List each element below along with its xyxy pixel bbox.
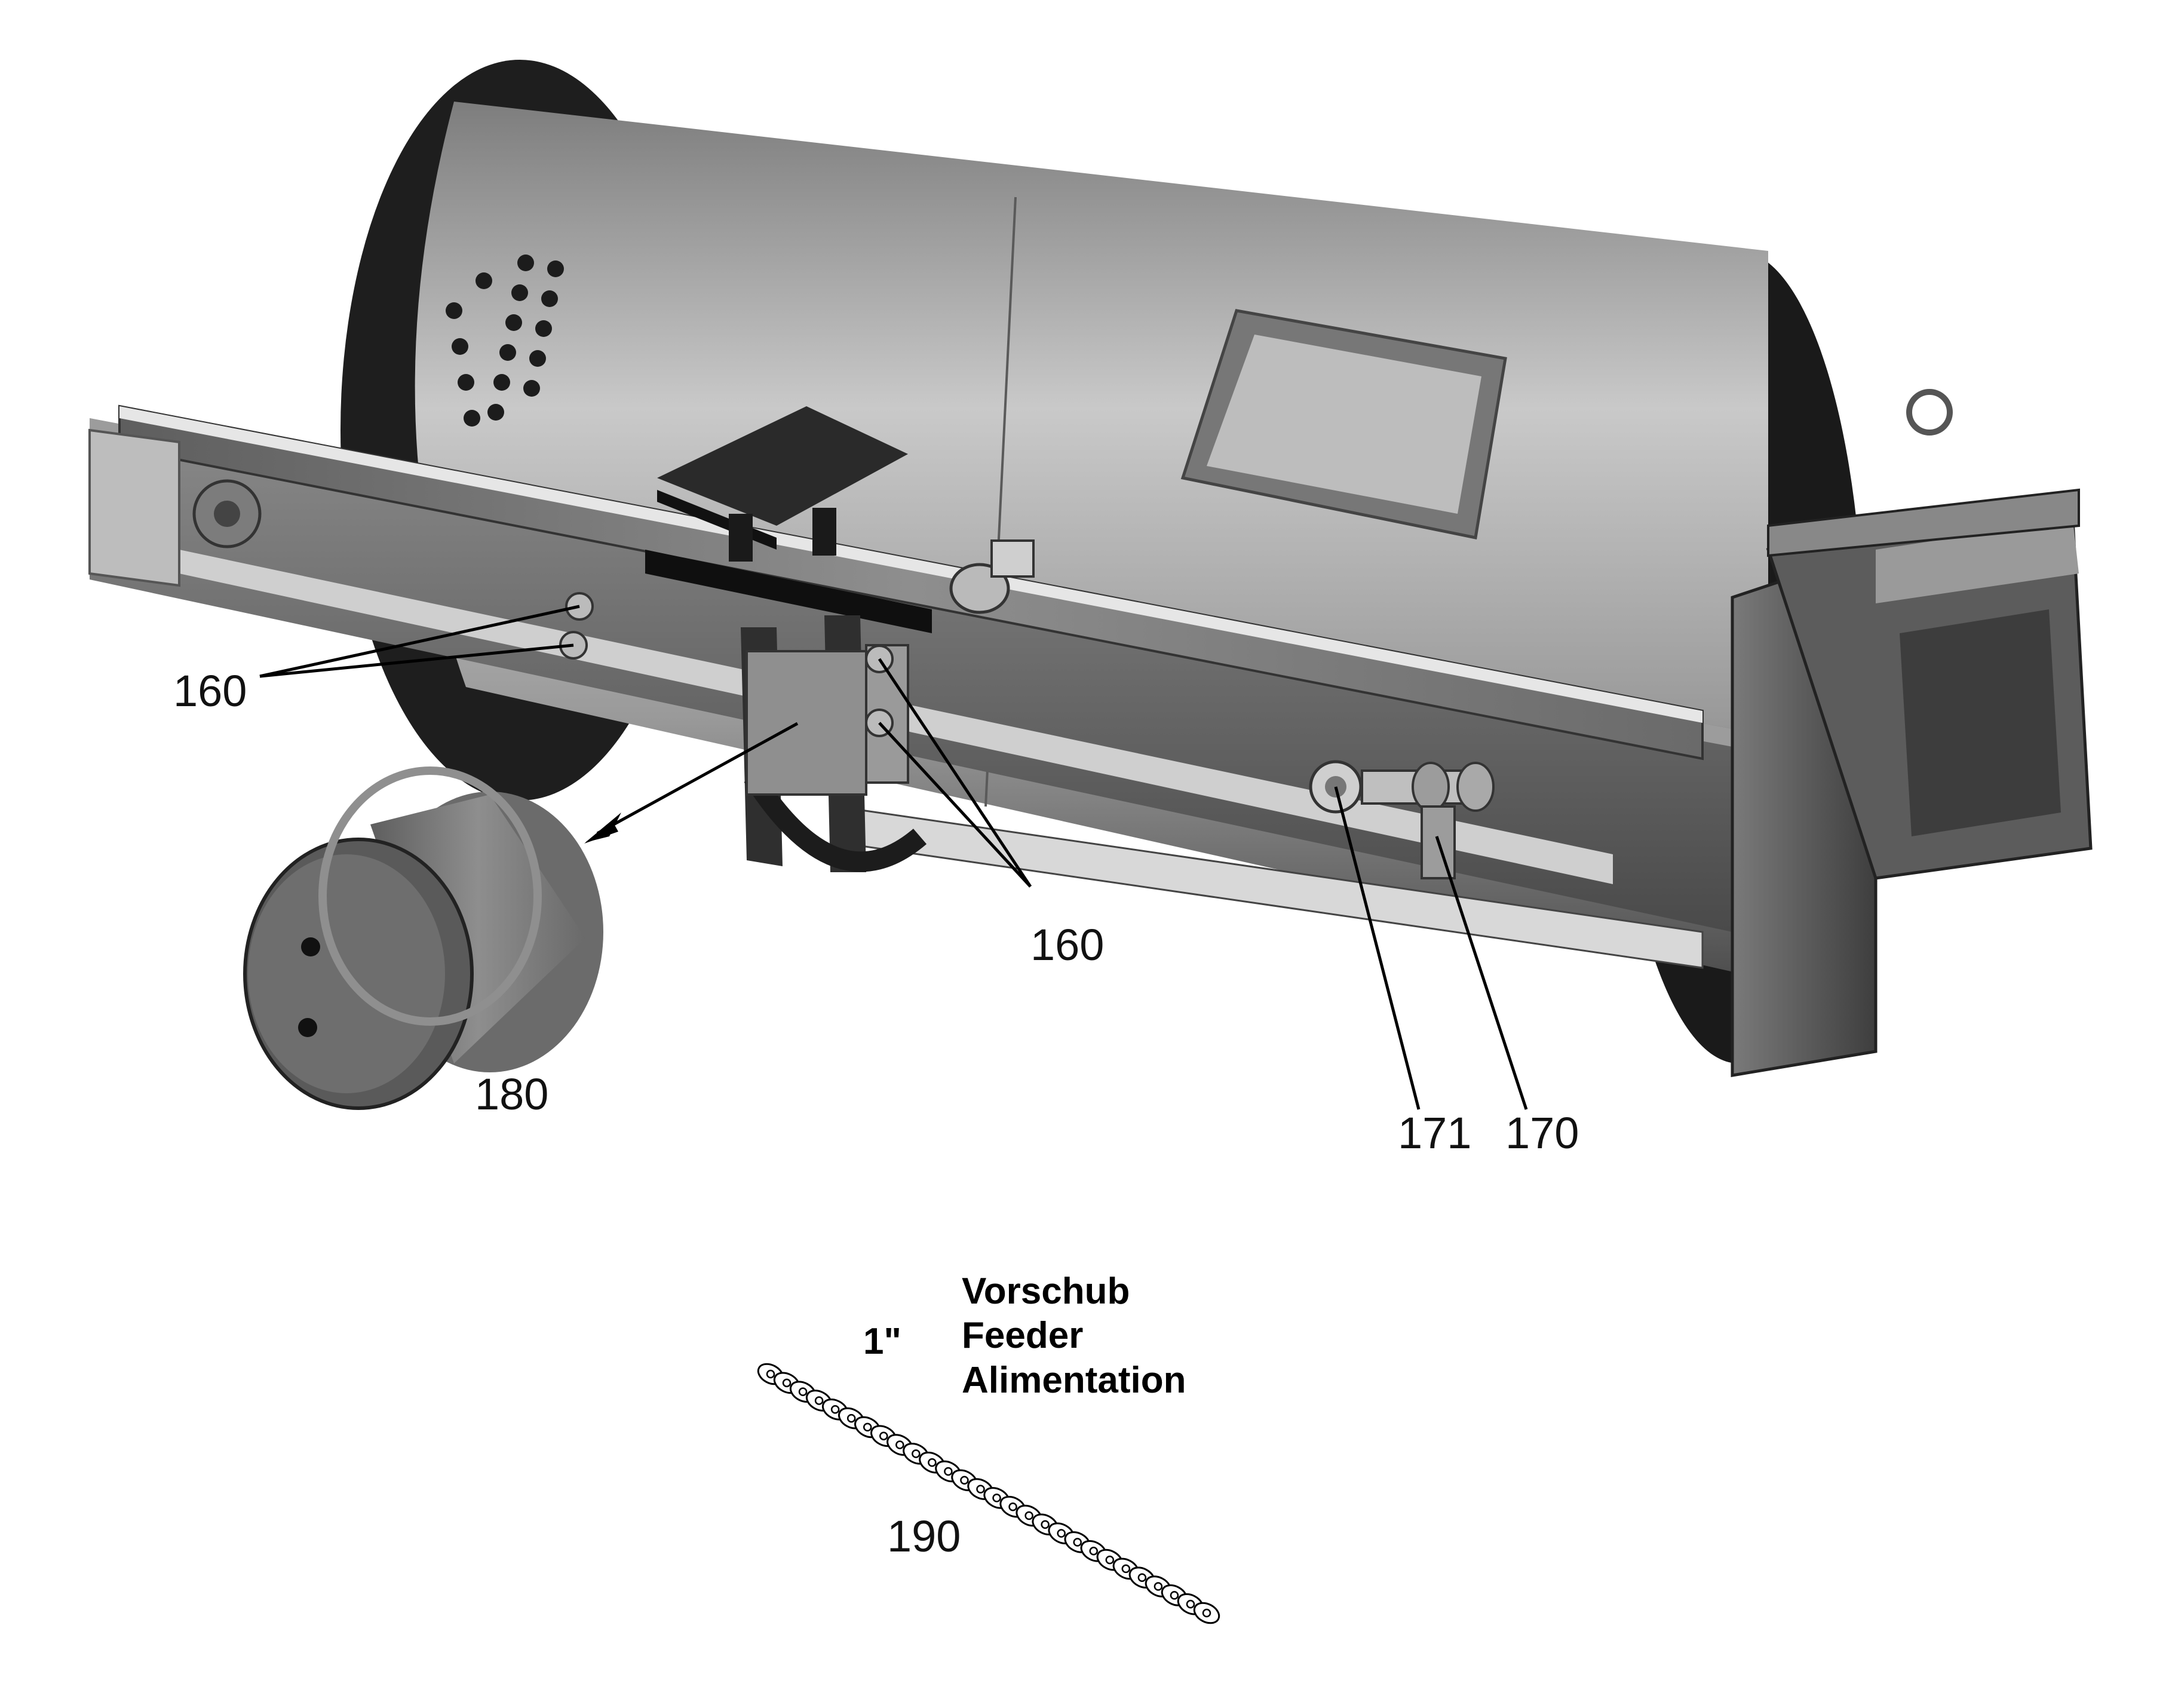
chain-spec-line-de: Vorschub [962,1271,1130,1312]
chain-pin [1105,1555,1115,1565]
chain-pin [782,1378,792,1388]
chain-pin [976,1485,985,1494]
left-end-housing [88,428,262,587]
chain-pin [846,1413,856,1423]
chain-pin [992,1494,1001,1502]
callout-180: 180 [475,1069,549,1119]
chain-pin [1154,1582,1163,1591]
chain-pin [1057,1529,1066,1538]
chain-size-label: 1" [863,1321,901,1362]
callout-171: 171 [1398,1108,1472,1158]
chain-pin [863,1422,872,1432]
callout-170: 170 [1505,1108,1579,1158]
leader-lines [259,605,1528,1110]
chain-spec-line-fr: Alimentation [962,1359,1186,1401]
chain-pin [1202,1608,1211,1618]
chain-spec-line-en: Feeder [962,1315,1084,1357]
callout-160-center: 160 [1030,920,1105,970]
chain-pin [1137,1573,1147,1582]
chain-pin [830,1405,840,1414]
control-box [1731,389,2093,1077]
chain-pin [1041,1520,1050,1529]
chain-pin [1089,1547,1098,1556]
chain-pin [895,1440,904,1449]
chain-spec-label: Vorschub Feeder Alimentation [962,1269,1186,1403]
chain-pin [766,1369,775,1379]
chain-pin [879,1431,888,1440]
callout-190: 190 [887,1511,961,1561]
sprocket-assembly [1309,760,1495,879]
chain-pin [1024,1511,1033,1520]
sensor-device [949,539,1035,614]
chain-pin [1073,1538,1082,1547]
part-180-arrow [584,722,799,844]
chain-pin [1121,1564,1131,1574]
chain-link [1193,1602,1220,1624]
chain-pin [960,1476,969,1485]
chain-pin [928,1458,937,1467]
part-180-hub [243,766,603,1110]
chain-pin [1186,1599,1195,1609]
chain-pin [814,1396,824,1405]
chain-pin [1170,1591,1179,1600]
callout-160-left: 160 [173,666,247,716]
chain-pin [798,1387,808,1396]
top-mount-plate [645,406,932,633]
part-190-chain [757,1363,1220,1624]
hanger-frame [741,615,927,872]
chain-pin [912,1449,921,1458]
chain-pin [1008,1502,1017,1511]
vent-holes [446,254,564,427]
chain-pin [944,1467,953,1476]
